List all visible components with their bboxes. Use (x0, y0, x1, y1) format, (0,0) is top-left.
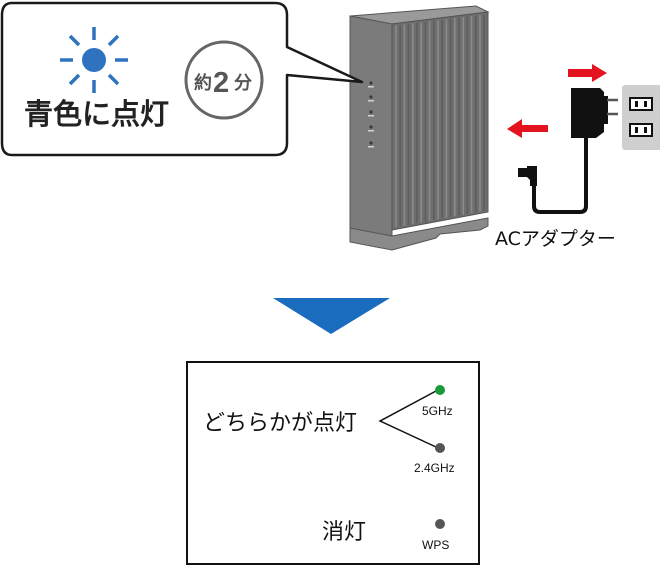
down-triangle-icon (273, 298, 390, 334)
led-label-wps: WPS (422, 538, 449, 552)
blue-light-on-icon (60, 27, 128, 93)
adapter-label: ACアダプター (495, 228, 616, 250)
timer-prefix: 約 (194, 72, 212, 94)
led-label-5ghz: 5GHz (422, 404, 453, 418)
timer-number: 2 (213, 67, 229, 99)
status-callout: 青色に点灯 約 2 分 (0, 1, 364, 157)
led-status-panel: どちらかが点灯 5GHz 2.4GHz WPS 消灯 (186, 361, 480, 565)
off-label: 消灯 (322, 520, 366, 545)
router-led-dot (369, 141, 373, 145)
led-2-4ghz: 2.4GHz (414, 443, 455, 475)
router-led-label-mark (368, 100, 374, 102)
connect-arrow-icon (507, 119, 548, 138)
router-led-dot (369, 95, 373, 99)
router-led-label-mark (368, 146, 374, 148)
router-led-dot (369, 125, 373, 129)
led-label-2-4ghz: 2.4GHz (414, 461, 455, 475)
wall-outlet (622, 85, 660, 150)
bracket-lines (378, 390, 437, 448)
router-led-label-mark (368, 86, 374, 88)
router-led-dot (369, 110, 373, 114)
timer-unit: 分 (234, 73, 252, 94)
adapter-body (571, 88, 604, 138)
router-led-label-mark (368, 115, 374, 117)
either-lit-label: どちらかが点灯 (203, 411, 357, 436)
led-5ghz: 5GHz (422, 385, 453, 418)
timer-badge: 約 2 分 (184, 40, 264, 120)
ac-adapter-illustration: ACアダプター (495, 64, 660, 250)
router-led-dot (369, 81, 373, 85)
router-illustration (349, 5, 490, 251)
dc-plug (518, 166, 537, 186)
status-text: 青色に点灯 (24, 97, 169, 131)
router-led-label-mark (368, 130, 374, 132)
led-wps: WPS (422, 519, 449, 552)
plug-in-arrow-icon (568, 64, 607, 82)
